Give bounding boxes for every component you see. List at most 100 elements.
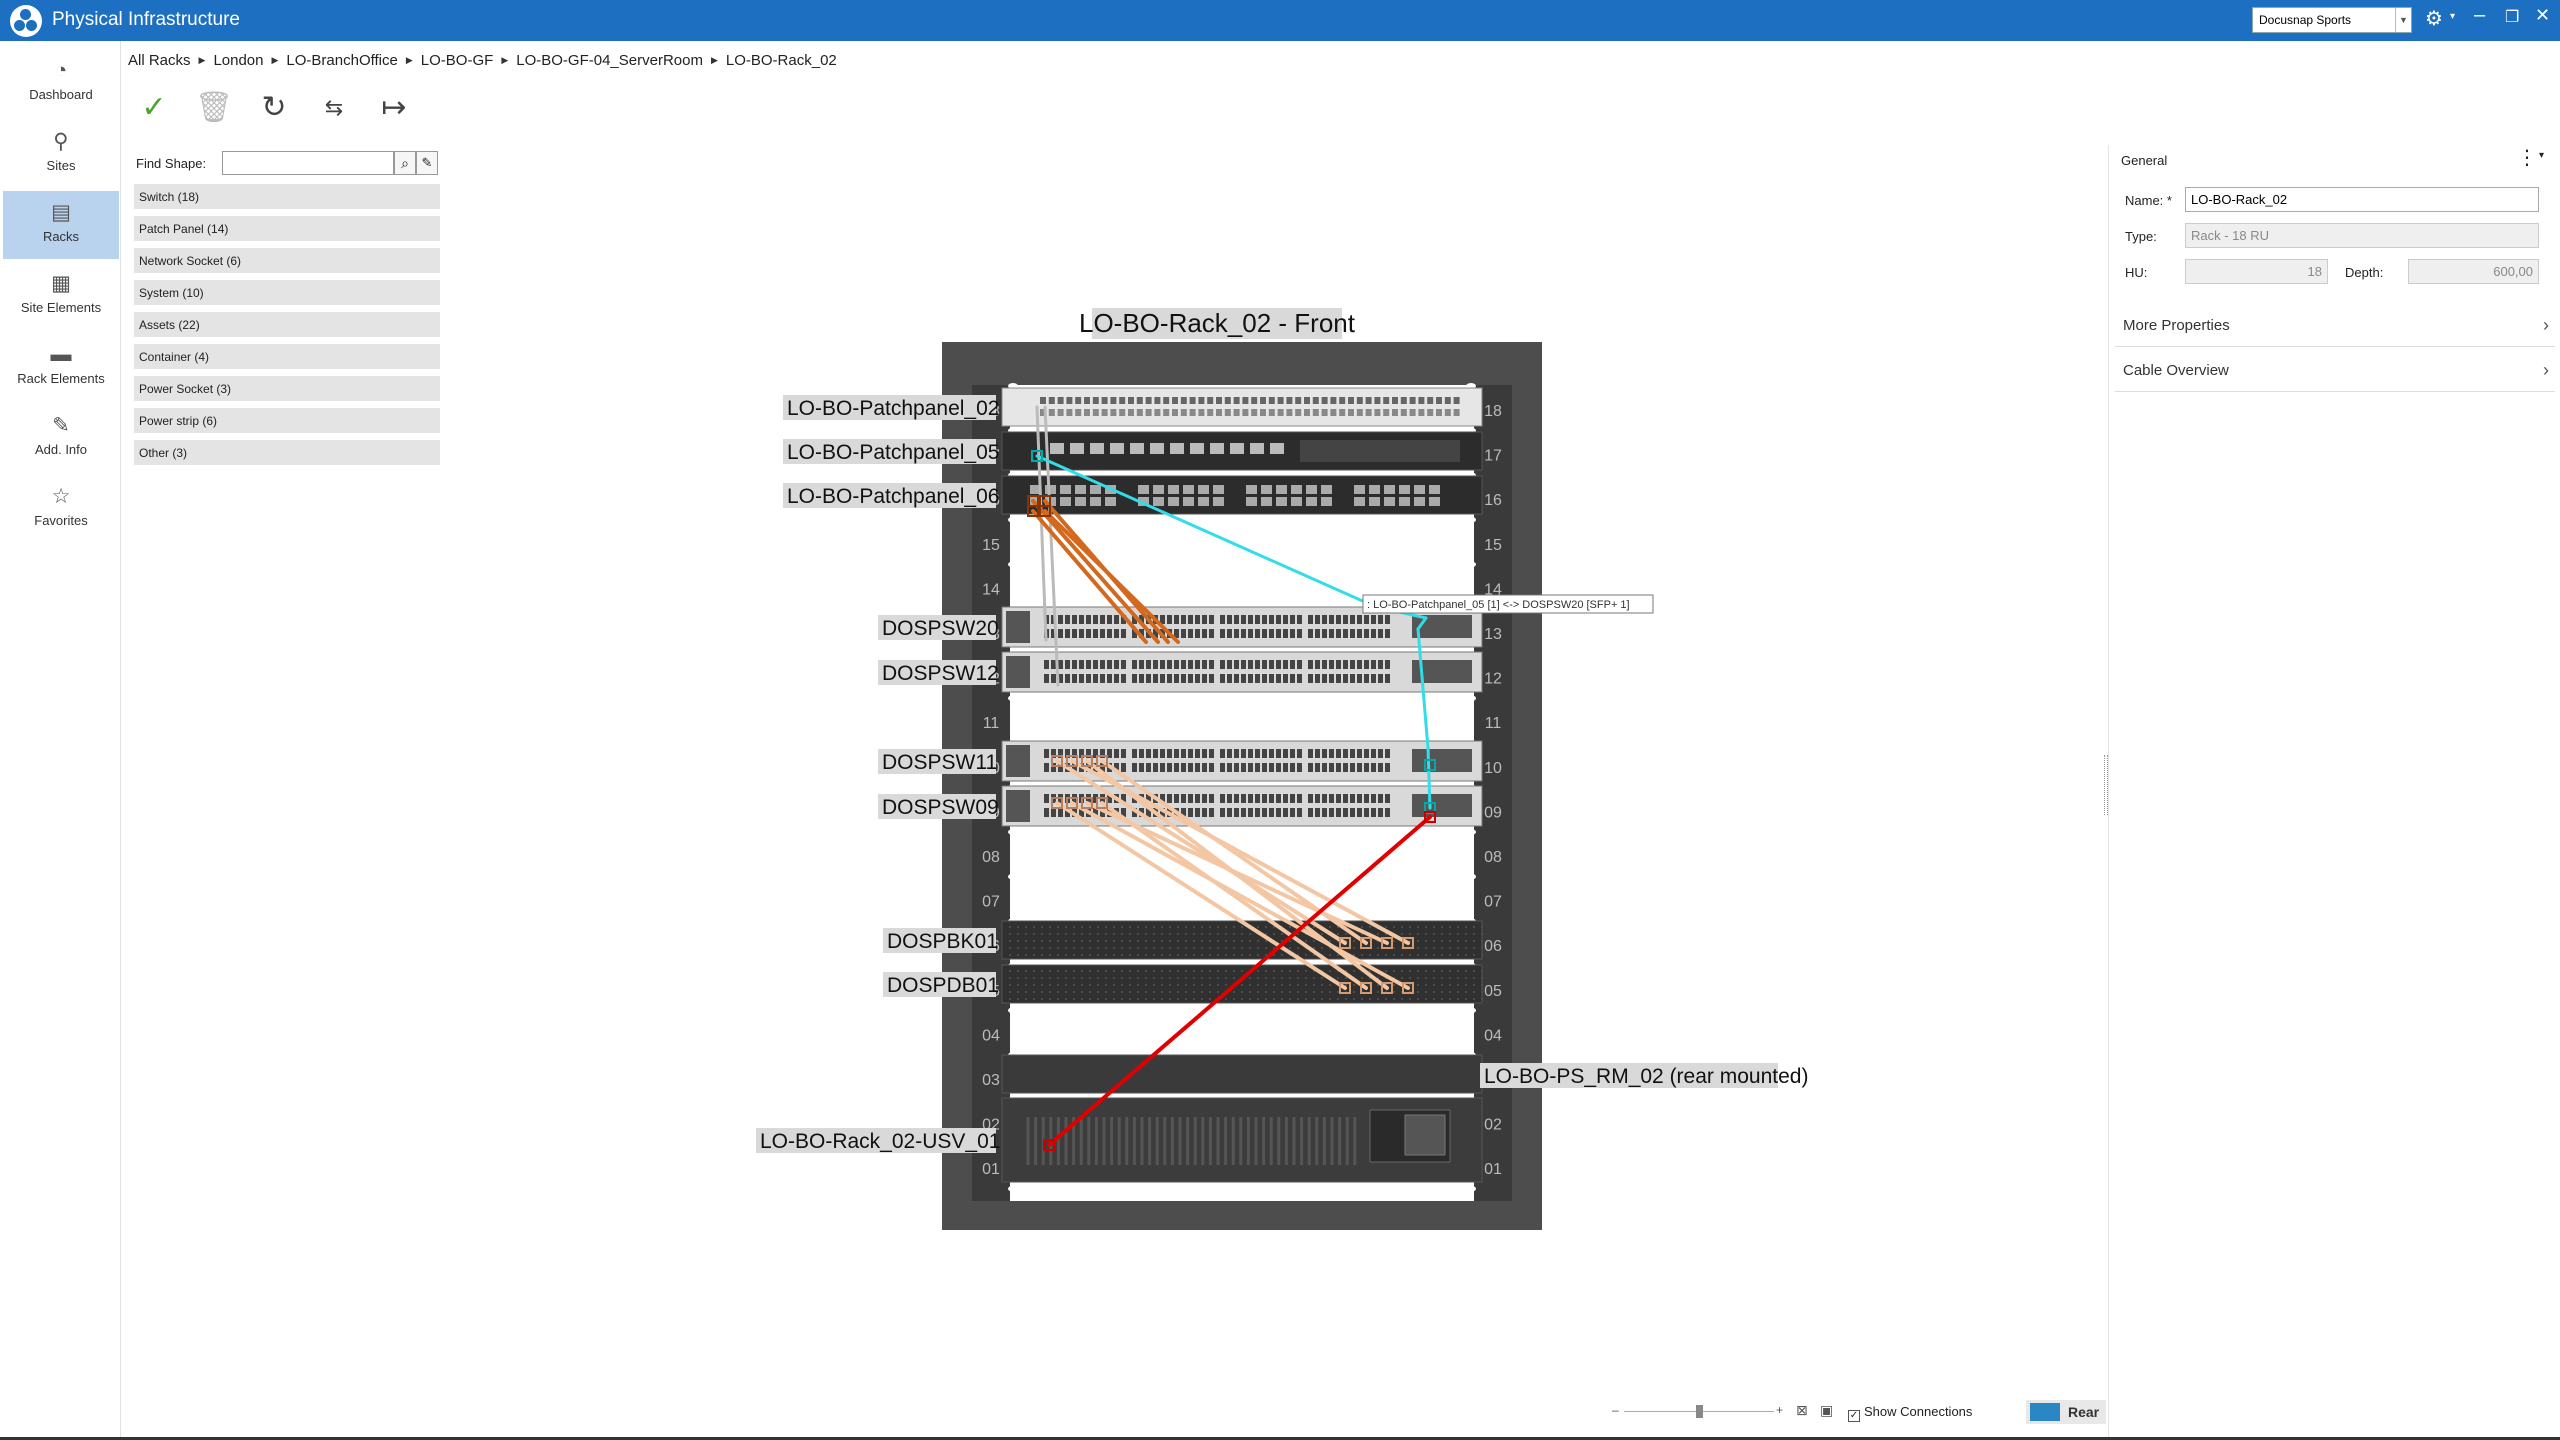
strip-dot <box>1377 991 1379 993</box>
breadcrumb-item[interactable]: London <box>213 52 264 69</box>
properties-panel: General ⋮ ▾ Name: * Type: Rack - 18 RU H… <box>2108 145 2560 1440</box>
show-connections-toggle[interactable]: ✓Show Connections <box>1848 1404 1972 1422</box>
tenant-select-value: Docusnap Sports <box>2259 13 2352 27</box>
chevron-down-icon[interactable]: ▾ <box>2539 150 2545 161</box>
pencil-icon[interactable]: ✎ <box>416 151 438 175</box>
search-icon[interactable]: ⌕ <box>394 151 416 175</box>
strip-dot <box>1009 926 1011 928</box>
port <box>1385 794 1390 803</box>
strip-dot <box>1249 991 1251 993</box>
nav-racks[interactable]: ▤ Racks <box>3 191 119 259</box>
zoom-out-icon[interactable]: – <box>1612 1403 1619 1417</box>
strip-dot <box>1313 947 1315 949</box>
strip-dot <box>1329 926 1331 928</box>
port <box>1322 749 1327 758</box>
chevron-down-icon[interactable]: ▾ <box>2450 11 2456 22</box>
port <box>1343 763 1348 772</box>
more-properties-row[interactable]: More Properties › <box>2115 307 2555 347</box>
breadcrumb-item[interactable]: LO-BO-Rack_02 <box>725 52 837 69</box>
port <box>1154 409 1161 416</box>
label-dospsw09[interactable]: DOSPSW09 <box>882 796 999 819</box>
shape-category-container[interactable]: Container (4) <box>134 344 440 369</box>
save-check-icon[interactable]: ✓ <box>141 91 167 124</box>
rack-canvas[interactable]: LO-BO-Rack_02 - Front 181817171616151514… <box>450 145 2105 1400</box>
shape-category-network-socket[interactable]: Network Socket (6) <box>134 248 440 273</box>
port <box>1414 485 1425 494</box>
zoom-control[interactable]: – + <box>1610 1400 1790 1424</box>
breadcrumb-item[interactable]: All Racks <box>128 52 191 69</box>
switch-module <box>1006 790 1030 822</box>
port <box>1213 485 1224 494</box>
strip-dot <box>1009 940 1011 942</box>
rack-diagram[interactable]: LO-BO-Rack_02 - Front 181817171616151514… <box>450 145 2105 1400</box>
port <box>1277 397 1284 404</box>
more-options-icon[interactable]: ⋮ <box>2517 147 2537 169</box>
port <box>1086 660 1091 669</box>
port <box>1329 794 1334 803</box>
shape-category-power-strip[interactable]: Power strip (6) <box>134 408 440 433</box>
port <box>1066 397 1073 404</box>
rear-view-toggle[interactable]: Rear <box>2026 1400 2106 1424</box>
zoom-in-icon[interactable]: + <box>1776 1403 1784 1417</box>
label-dospbk01[interactable]: DOSPBK01 <box>887 930 998 953</box>
shape-category-power-socket[interactable]: Power Socket (3) <box>134 376 440 401</box>
nav-site-elements[interactable]: ▦ Site Elements <box>3 262 119 330</box>
patchpanel-06[interactable] <box>1001 475 1483 515</box>
port <box>1356 409 1363 416</box>
port <box>1336 674 1341 683</box>
port <box>1354 497 1365 506</box>
checkbox-icon[interactable]: ✓ <box>1848 1410 1860 1422</box>
fit-page-icon[interactable]: ⊠ <box>1796 1402 1808 1418</box>
cable-overview-row[interactable]: Cable Overview › <box>2115 352 2555 392</box>
export-csv-icon[interactable]: ⇆ <box>324 95 344 120</box>
find-shape-input[interactable] <box>222 151 394 175</box>
port <box>1075 485 1086 494</box>
strip-dot <box>1281 970 1283 972</box>
port <box>1241 660 1246 669</box>
image-export-icon[interactable]: ▣ <box>1820 1402 1834 1418</box>
maximize-icon[interactable]: ❐ <box>2505 9 2520 26</box>
power-strip-rear-mounted[interactable] <box>1001 1054 1483 1094</box>
shape-category-other[interactable]: Other (3) <box>134 440 440 465</box>
shape-category-switch[interactable]: Switch (18) <box>134 184 440 209</box>
strip-dot <box>1273 998 1275 1000</box>
strip-dot <box>1225 998 1227 1000</box>
label-dospsw12[interactable]: DOSPSW12 <box>882 662 999 685</box>
port <box>1378 629 1383 638</box>
nav-add-info[interactable]: ✎ Add. Info <box>3 404 119 472</box>
label-usv-01[interactable]: LO-BO-Rack_02-USV_01 <box>760 1130 1000 1153</box>
panel-splitter[interactable] <box>2104 755 2108 815</box>
label-dospdb01[interactable]: DOSPDB01 <box>887 974 999 997</box>
label-patchpanel-05[interactable]: LO-BO-Patchpanel_05 <box>787 441 999 464</box>
expand-arrow-icon[interactable]: ↦ <box>381 91 407 124</box>
port <box>1336 749 1341 758</box>
label-dospsw20[interactable]: DOSPSW20 <box>882 617 999 640</box>
gear-icon[interactable]: ⚙ <box>2425 8 2443 30</box>
strip-dot <box>1025 947 1027 949</box>
label-patchpanel-02[interactable]: LO-BO-Patchpanel_02 <box>787 397 999 420</box>
nav-favorites[interactable]: ☆ Favorites <box>3 475 119 543</box>
switch-dospsw12[interactable] <box>1001 651 1483 693</box>
tenant-select[interactable]: Docusnap Sports ▼ <box>2252 7 2412 33</box>
breadcrumb-item[interactable]: LO-BO-GF <box>420 52 494 69</box>
minimize-icon[interactable]: – <box>2474 4 2486 26</box>
shape-category-system[interactable]: System (10) <box>134 280 440 305</box>
shape-category-patch-panel[interactable]: Patch Panel (14) <box>134 216 440 241</box>
nav-sites[interactable]: ⚲ Sites <box>3 120 119 188</box>
breadcrumb-item[interactable]: LO-BranchOffice <box>286 52 398 69</box>
breadcrumb-item[interactable]: LO-BO-GF-04_ServerRoom <box>516 52 703 69</box>
label-dospsw11[interactable]: DOSPSW11 <box>882 751 997 774</box>
shape-category-assets[interactable]: Assets (22) <box>134 312 440 337</box>
refresh-icon[interactable]: ↻ <box>261 91 287 124</box>
delete-trash-icon[interactable]: 🗑 <box>194 91 234 124</box>
nav-dashboard[interactable]: ◔ Dashboard <box>3 49 119 117</box>
close-icon[interactable]: ✕ <box>2535 5 2551 25</box>
label-patchpanel-06[interactable]: LO-BO-Patchpanel_06 <box>787 485 999 508</box>
nav-rack-elements[interactable]: ▬ Rack Elements <box>3 333 119 401</box>
label-ps-rear-mounted[interactable]: LO-BO-PS_RM_02 (rear mounted) <box>1484 1065 1808 1088</box>
zoom-slider-thumb[interactable] <box>1696 1405 1703 1418</box>
strip-dot <box>1257 977 1259 979</box>
name-field[interactable] <box>2185 187 2539 212</box>
strip-dot <box>1193 984 1195 986</box>
patchpanel-02[interactable] <box>1001 387 1483 427</box>
